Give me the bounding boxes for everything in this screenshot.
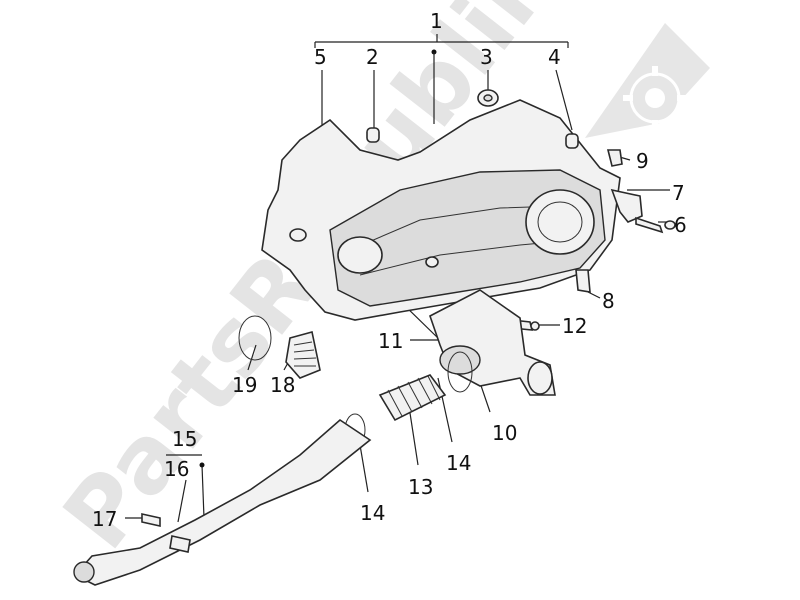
bellows-hose-part — [378, 374, 447, 422]
dowel-pins — [366, 127, 579, 149]
o-ring-part — [238, 315, 272, 361]
callout-13: 13 — [408, 475, 433, 499]
crankcase-assembly — [261, 99, 621, 321]
intake-pipe-part — [73, 418, 372, 586]
callout-9: 9 — [636, 149, 649, 173]
callout-14-lower: 14 — [360, 501, 385, 525]
callout-1: 1 — [430, 9, 443, 33]
oil-seal-part — [477, 89, 499, 107]
small-hardware — [141, 149, 676, 527]
callout-7: 7 — [672, 181, 685, 205]
callout-17: 17 — [92, 507, 117, 531]
callout-15: 15 — [172, 427, 197, 451]
air-duct-part — [429, 289, 556, 396]
callout-2: 2 — [366, 45, 379, 69]
callout-14-upper: 14 — [446, 451, 471, 475]
callout-11: 11 — [378, 329, 403, 353]
callout-3: 3 — [480, 45, 493, 69]
callout-5: 5 — [314, 45, 327, 69]
callout-19: 19 — [232, 373, 257, 397]
filter-element-part — [285, 331, 321, 379]
callout-18: 18 — [270, 373, 295, 397]
watermark-gear-icon — [585, 23, 710, 138]
callout-12: 12 — [562, 314, 587, 338]
callout-4: 4 — [548, 45, 561, 69]
callout-8: 8 — [602, 289, 615, 313]
callout-6: 6 — [674, 213, 687, 237]
callout-labels: 1 2 3 4 5 6 7 8 9 10 11 12 13 14 14 15 1… — [92, 9, 687, 531]
callout-16: 16 — [164, 457, 189, 481]
callout-10: 10 — [492, 421, 517, 445]
